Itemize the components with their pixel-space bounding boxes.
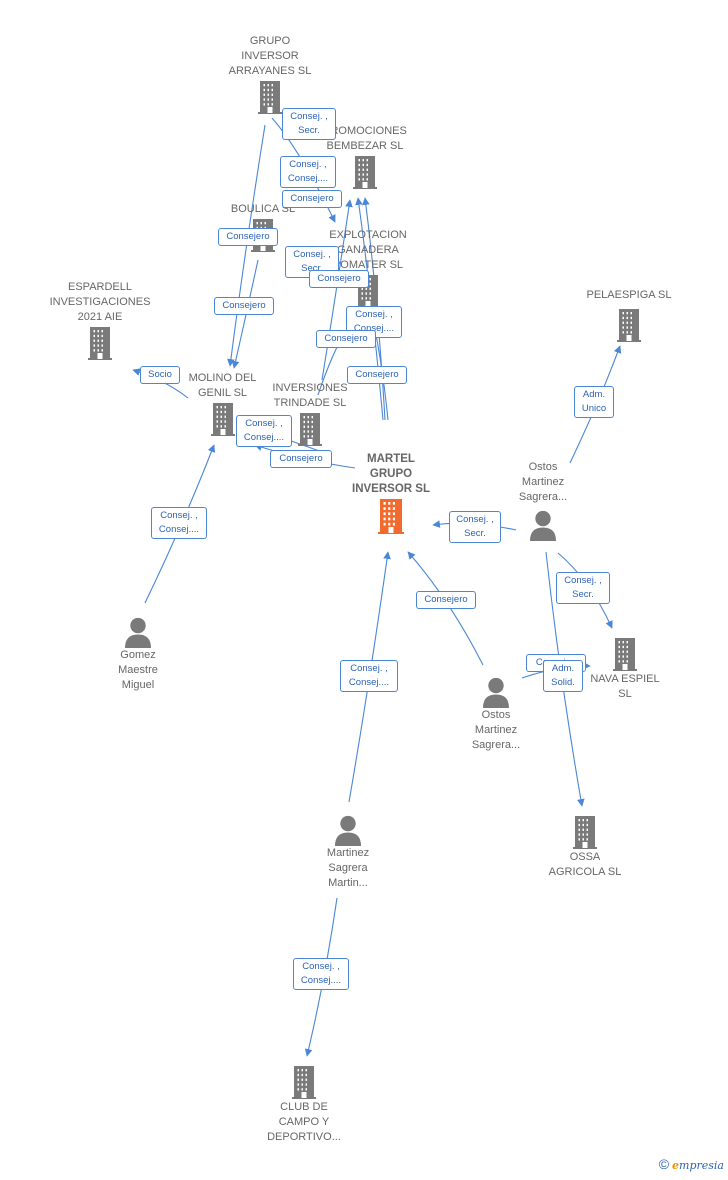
- person-node-martinez-sagrera[interactable]: Martinez Sagrera Martin...: [310, 814, 386, 891]
- company-node-pelaespiga[interactable]: PELAESPIGA SL: [574, 288, 684, 343]
- company-node-ossa-agricola[interactable]: OSSA AGRICOLA SL: [537, 814, 633, 880]
- company-node-molino-genil[interactable]: MOLINO DEL GENIL SL: [175, 371, 270, 437]
- edge-label[interactable]: Consejero: [218, 228, 278, 246]
- company-name: MARTEL GRUPO INVERSOR SL: [352, 453, 430, 495]
- brand-mark: e: [672, 1159, 680, 1172]
- edge-line: [231, 259, 259, 369]
- person-icon: [335, 815, 361, 846]
- brand-name: mpresia: [679, 1159, 724, 1172]
- person-icon: [125, 617, 151, 648]
- company-name: GRUPO INVERSOR ARRAYANES SL: [228, 35, 312, 77]
- person-name: Ostos Martinez Sagrera...: [471, 709, 521, 751]
- person-name: Gomez Maestre Miguel: [118, 649, 158, 691]
- company-node-espardell[interactable]: ESPARDELL INVESTIGACIONES 2021 AIE: [40, 280, 160, 361]
- building-icon: [88, 327, 112, 360]
- edge-line: [227, 124, 266, 367]
- company-node-martel-focus[interactable]: MARTEL GRUPO INVERSOR SL: [338, 452, 444, 535]
- edge-label[interactable]: Consej. , Consej....: [340, 660, 398, 692]
- building-icon: [258, 81, 282, 114]
- company-name: PELAESPIGA SL: [586, 289, 672, 301]
- edge-label[interactable]: Adm. Solid.: [543, 660, 583, 692]
- company-name: MOLINO DEL GENIL SL: [188, 372, 257, 399]
- edge-label[interactable]: Adm. Unico: [574, 386, 614, 418]
- edge-label[interactable]: Consej. , Secr.: [556, 572, 610, 604]
- person-node-ostos-1[interactable]: Ostos Martinez Sagrera...: [505, 460, 581, 541]
- building-icon: [353, 156, 377, 189]
- building-icon: [617, 309, 641, 342]
- edge-label[interactable]: Consejero: [214, 297, 274, 315]
- building-icon: [292, 1066, 316, 1099]
- empresia-logo[interactable]: ©empresia: [659, 1156, 724, 1172]
- edge-label[interactable]: Consej. , Consej....: [236, 415, 292, 447]
- person-name: Ostos Martinez Sagrera...: [518, 461, 568, 503]
- person-icon: [483, 677, 509, 708]
- building-icon: [378, 499, 404, 534]
- edge-label[interactable]: Consej. , Secr.: [449, 511, 501, 543]
- edge-label[interactable]: Consejero: [316, 330, 376, 348]
- company-node-club-campo[interactable]: CLUB DE CAMPO Y DEPORTIVO...: [256, 1064, 352, 1145]
- company-node-promociones-bembezar[interactable]: PROMOCIONES BEMBEZAR SL: [315, 124, 415, 190]
- company-name: CLUB DE CAMPO Y DEPORTIVO...: [267, 1101, 341, 1143]
- building-icon: [210, 403, 235, 436]
- copyright-icon: ©: [658, 1156, 670, 1172]
- company-node-nava-espiel[interactable]: NAVA ESPIEL SL: [580, 636, 670, 702]
- company-name: PROMOCIONES BEMBEZAR SL: [323, 125, 407, 152]
- company-name: INVERSIONES TRINDADE SL: [272, 382, 348, 409]
- edge-label[interactable]: Consej. , Consej....: [151, 507, 207, 539]
- person-icon: [530, 510, 556, 541]
- person-name: Martinez Sagrera Martin...: [326, 847, 370, 889]
- edge-label[interactable]: Socio: [140, 366, 180, 384]
- edge-label[interactable]: Consejero: [416, 591, 476, 609]
- company-name: NAVA ESPIEL SL: [590, 673, 660, 700]
- edge-label[interactable]: Consej. , Secr.: [282, 108, 336, 140]
- person-node-ostos-2[interactable]: Ostos Martinez Sagrera...: [458, 676, 534, 753]
- company-node-grupo-inversor-arrayanes[interactable]: GRUPO INVERSOR ARRAYANES SL: [210, 34, 330, 115]
- edge-label[interactable]: Consejero: [282, 190, 342, 208]
- edge-label[interactable]: Consejero: [270, 450, 332, 468]
- building-icon: [613, 638, 637, 671]
- company-name: ESPARDELL INVESTIGACIONES 2021 AIE: [49, 281, 151, 323]
- edge-label[interactable]: Consejero: [309, 270, 369, 288]
- company-name: EXPLOTACION GANADERA POMATER SL: [329, 229, 407, 271]
- company-name: OSSA AGRICOLA SL: [548, 851, 622, 878]
- building-icon: [573, 816, 597, 849]
- edge-label[interactable]: Consej. , Consej....: [293, 958, 349, 990]
- edge-line: [321, 199, 353, 381]
- edge-label[interactable]: Consej. , Consej....: [280, 156, 336, 188]
- edge-label[interactable]: Consejero: [347, 366, 407, 384]
- company-node-inversiones-trindade[interactable]: INVERSIONES TRINDADE SL: [262, 381, 358, 447]
- building-icon: [298, 413, 322, 446]
- person-node-gomez[interactable]: Gomez Maestre Miguel: [100, 616, 176, 693]
